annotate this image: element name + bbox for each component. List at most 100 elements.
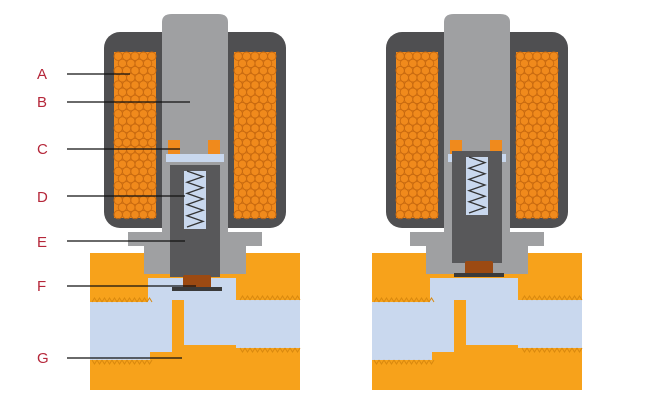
wire-turn — [424, 130, 435, 141]
thread — [111, 359, 118, 365]
thread — [146, 297, 153, 303]
thread — [269, 347, 276, 353]
wire-turn — [424, 173, 435, 184]
thread — [541, 295, 548, 301]
thread — [428, 297, 435, 303]
thread — [571, 295, 578, 301]
thread — [111, 297, 118, 303]
wire-turn — [147, 137, 157, 148]
wire-turn — [262, 173, 273, 184]
thread — [531, 347, 538, 353]
thread — [126, 297, 133, 303]
wire-turn — [262, 145, 273, 155]
thread — [131, 297, 138, 303]
thread — [239, 295, 246, 301]
thread — [378, 297, 385, 303]
wire-turn — [267, 195, 277, 205]
thread — [146, 359, 153, 365]
wire-turn — [262, 73, 273, 83]
wire-turn — [544, 58, 555, 69]
thread — [383, 297, 390, 303]
wire-turn — [429, 123, 439, 133]
thread — [566, 347, 573, 353]
wire-turn — [262, 202, 273, 213]
wire-turn — [142, 87, 153, 97]
label-f: F — [37, 278, 47, 295]
thread — [91, 359, 98, 365]
wire-turn — [544, 159, 555, 169]
wire-turn — [544, 188, 555, 198]
thread — [249, 295, 256, 301]
thread — [388, 359, 395, 365]
wire-turn — [429, 80, 439, 90]
wire-turn — [424, 159, 435, 169]
thread — [121, 359, 128, 365]
seal-plate — [172, 287, 222, 291]
wire-turn — [549, 166, 559, 177]
wire-turn — [424, 58, 435, 69]
wire-turn — [147, 181, 157, 191]
thread — [259, 347, 266, 353]
thread — [556, 295, 563, 301]
wire-turn — [147, 152, 157, 162]
wire-turn — [262, 116, 273, 126]
inlet-passage — [90, 302, 300, 360]
thread — [289, 295, 296, 301]
wire-turn — [549, 209, 559, 220]
thread — [141, 359, 148, 365]
wire-turn — [267, 94, 277, 105]
wire-turn — [544, 202, 555, 213]
thread — [274, 347, 281, 353]
wire-turn — [267, 137, 277, 148]
thread — [423, 297, 430, 303]
label-c: C — [37, 141, 48, 158]
seal-plate — [454, 273, 504, 277]
thread — [556, 347, 563, 353]
thread — [249, 347, 256, 353]
thread — [398, 297, 405, 303]
wire-turn — [424, 73, 435, 83]
thread — [383, 359, 390, 365]
wire-turn — [429, 181, 439, 191]
wire-turn — [424, 87, 435, 97]
wire-turn — [549, 51, 559, 61]
thread — [91, 297, 98, 303]
wire-turn — [147, 166, 157, 177]
wire-turn — [262, 87, 273, 97]
wire-turn — [424, 145, 435, 155]
wire-turn — [262, 188, 273, 198]
wire-turn — [142, 188, 153, 198]
spring — [467, 156, 487, 214]
wire-turn — [549, 195, 559, 205]
thread — [264, 295, 271, 301]
thread — [279, 295, 286, 301]
thread — [244, 295, 251, 301]
wire-turn — [544, 130, 555, 141]
outlet-passage — [518, 300, 582, 348]
thread — [541, 347, 548, 353]
thread — [393, 359, 400, 365]
wire-turn — [544, 116, 555, 126]
wire-turn — [544, 145, 555, 155]
valve-closed — [90, 14, 301, 390]
label-d: D — [37, 189, 48, 206]
shading-ring — [490, 140, 502, 154]
wire-turn — [147, 51, 157, 61]
thread — [373, 359, 380, 365]
thread — [279, 347, 286, 353]
thread — [96, 297, 103, 303]
thread — [521, 347, 528, 353]
thread — [576, 295, 583, 301]
thread — [561, 295, 568, 301]
thread — [536, 295, 543, 301]
wire-turn — [142, 116, 153, 126]
thread — [413, 297, 420, 303]
thread — [284, 347, 291, 353]
orifice-wall — [454, 300, 466, 352]
thread — [116, 297, 123, 303]
wire-turn — [267, 65, 277, 76]
wire-turn — [424, 101, 435, 112]
label-b: B — [37, 94, 48, 111]
thread — [136, 359, 143, 365]
